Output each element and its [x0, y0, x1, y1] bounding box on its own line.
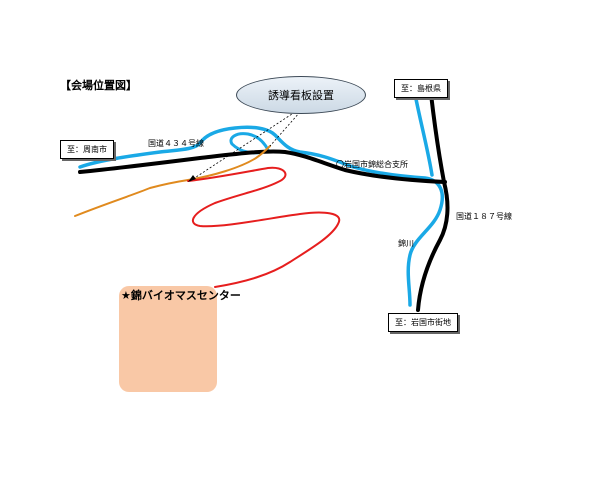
map-title: 【会場位置図】: [60, 79, 137, 92]
venue-label: ★錦バイオマスセンター: [121, 289, 241, 302]
route187-label: 国道１８７号線: [456, 212, 512, 221]
branch-office-label: 〇岩国市錦総合支所: [336, 160, 408, 169]
access-route: [187, 166, 341, 288]
arrowhead-icon: [188, 175, 196, 182]
callout-pointer: [189, 111, 296, 182]
destination-iwakuni-center: 至：岩国市街地: [388, 313, 458, 332]
route434-road: [78, 149, 447, 184]
callout-pointer: [269, 111, 301, 147]
venue-area: [119, 286, 217, 392]
route434-label: 国道４３４号線: [148, 139, 204, 148]
river-label: 錦川: [398, 239, 414, 248]
destination-shunan: 至：周南市: [60, 140, 114, 159]
signboard-callout: 誘導看板設置: [236, 76, 366, 114]
route187-road: [416, 92, 450, 312]
destination-shimane: 至：島根県: [394, 79, 448, 98]
river-line-north: [413, 92, 434, 177]
river-line: [78, 125, 445, 307]
